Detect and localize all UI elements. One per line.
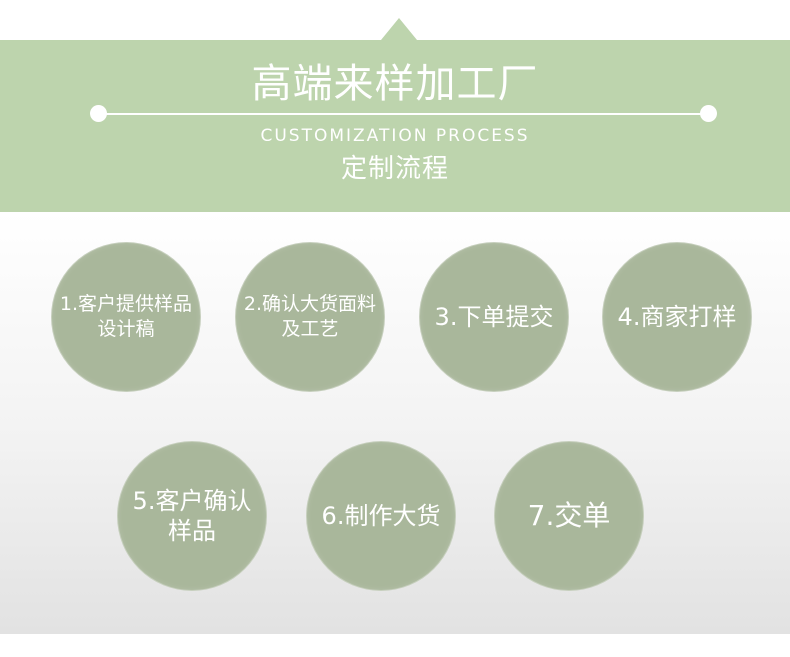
process-step-7: 7.交单 [495,442,643,590]
header-band [0,40,790,212]
process-step-6: 6.制作大货 [307,442,455,590]
process-step-4: 4.商家打样 [603,243,751,391]
process-step-2: 2.确认大货面料及工艺 [236,243,384,391]
process-step-1: 1.客户提供样品设计稿 [52,243,200,391]
divider-dot-right [700,105,717,122]
page-title: 高端来样加工厂 [251,61,539,107]
process-step-3: 3.下单提交 [420,243,568,391]
process-step-label: 4.商家打样 [617,303,737,331]
process-step-label: 3.下单提交 [434,303,554,331]
process-step-label: 2.确认大货面料及工艺 [243,293,377,340]
process-step-label: 5.客户确认样品 [132,487,252,545]
process-step-label: 1.客户提供样品设计稿 [59,293,193,340]
process-step-label: 6.制作大货 [321,502,441,530]
divider-dot-left [90,105,107,122]
header-notch [381,18,417,40]
subtitle-chinese: 定制流程 [340,154,449,184]
title-divider [98,113,710,115]
subtitle-english: CUSTOMIZATION PROCESS [260,126,530,146]
process-step-label: 7.交单 [527,499,611,532]
process-step-5: 5.客户确认样品 [118,442,266,590]
